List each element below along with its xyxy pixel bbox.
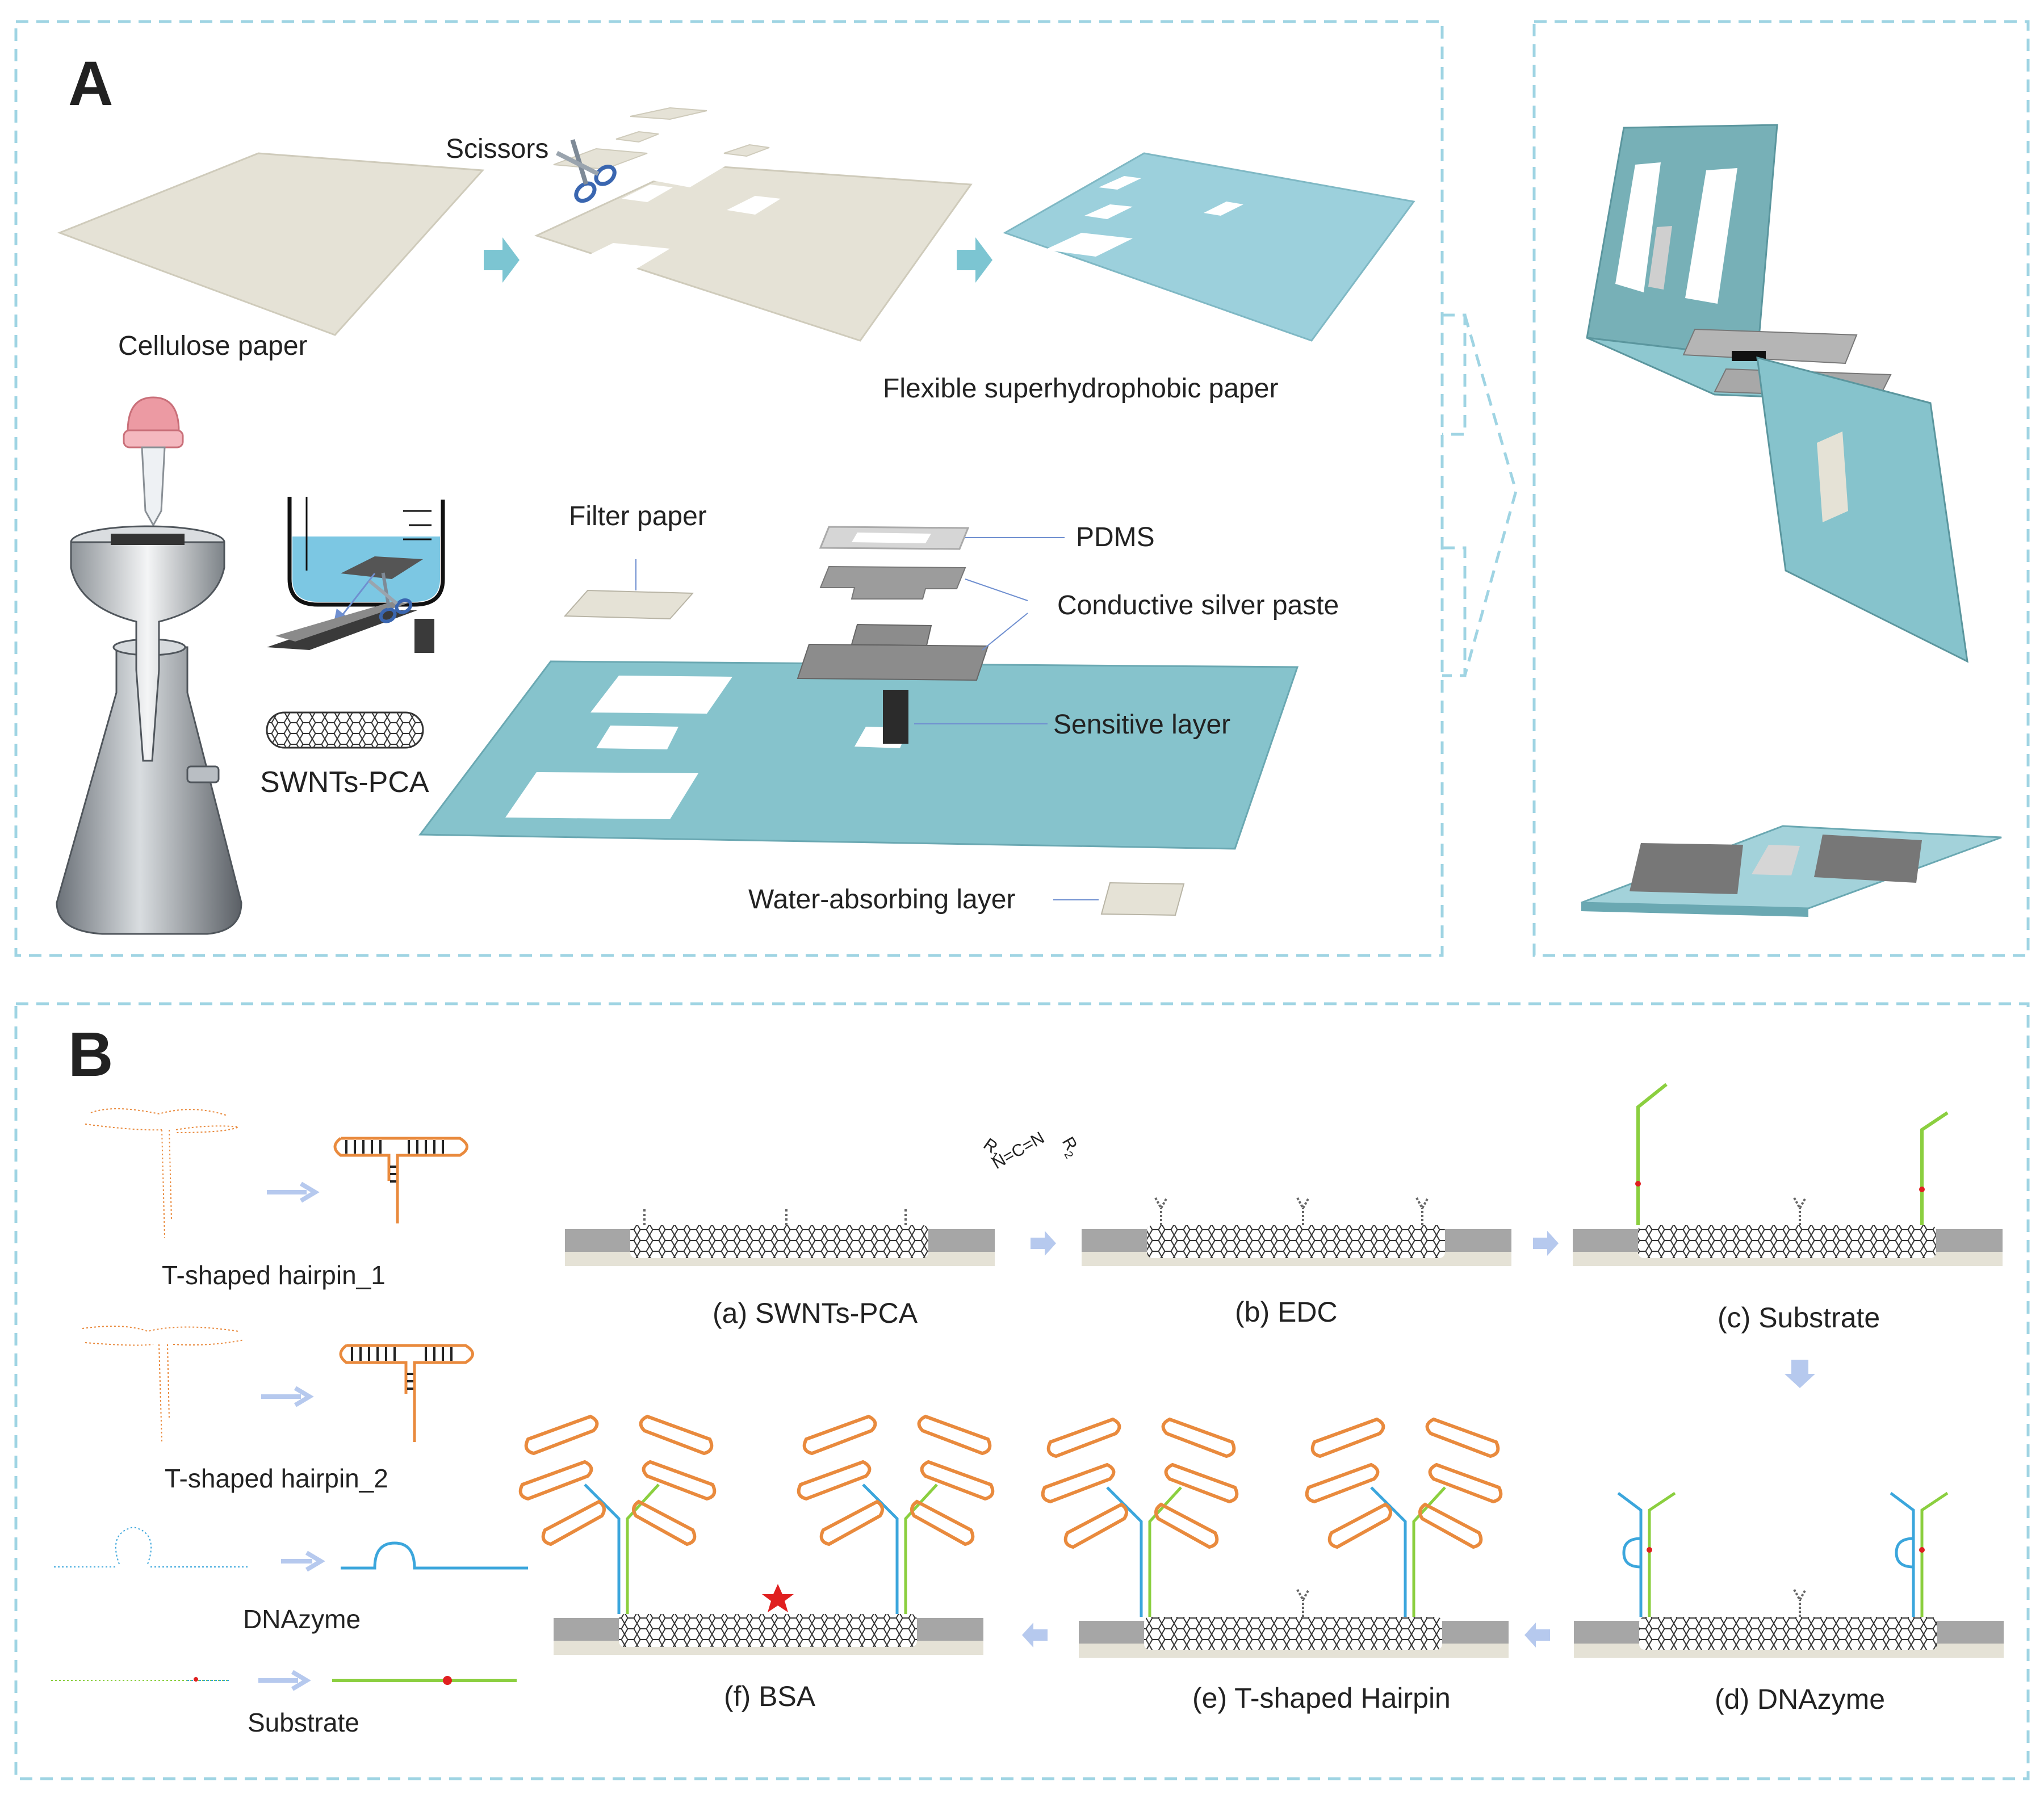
water-absorbing-pad <box>1053 882 1185 916</box>
dnazyme-label: DNAzyme <box>243 1604 361 1634</box>
panel-a-letter: A <box>68 49 113 119</box>
film-strips <box>267 602 434 653</box>
step-d-electrode <box>1574 1491 2004 1658</box>
edc-core: N=C=N <box>989 1128 1048 1173</box>
step-f-hairpin-assembly-right <box>797 1414 995 1614</box>
cellulose-paper-label: Cellulose paper <box>118 331 308 361</box>
pdms-layer <box>819 526 1065 550</box>
arrow-e-f <box>1022 1623 1048 1648</box>
cut-paper <box>534 107 973 342</box>
sensitive-layer-label: Sensitive layer <box>1053 710 1230 740</box>
superhydrophobic-label: Flexible superhydrophobic paper <box>883 374 1278 404</box>
folded-device <box>1586 124 1968 663</box>
edc-formula-main: N=C=N <box>989 1128 1048 1173</box>
substrate-structure <box>332 1676 517 1685</box>
step-f-electrode <box>554 1584 983 1655</box>
hairpin-2-structure <box>339 1344 474 1442</box>
step-d-label: (d) DNAzyme <box>1715 1683 1885 1715</box>
step-f-label: (f) BSA <box>724 1680 816 1712</box>
substrate-sequence <box>51 1677 230 1682</box>
nanotube-icon <box>266 711 424 749</box>
bsa-star-icon <box>762 1584 794 1612</box>
step-c-label: (c) Substrate <box>1718 1302 1880 1334</box>
funnel-icon <box>70 525 225 762</box>
filter-paper <box>563 559 694 620</box>
fold-arrow-icon <box>1442 313 1518 677</box>
arrow-a-b <box>1031 1231 1056 1256</box>
arrow-c-d <box>1785 1360 1815 1388</box>
arrow-b-c <box>1533 1231 1559 1256</box>
hairpin-1-structure <box>333 1137 468 1223</box>
step-a-electrode <box>565 1208 995 1266</box>
panel-b-letter: B <box>68 1020 113 1089</box>
panel-b-frame <box>14 1002 2030 1780</box>
step-b-electrode <box>1082 1197 1511 1266</box>
filter-paper-label: Filter paper <box>569 501 707 531</box>
arrow-d-e <box>1524 1623 1550 1648</box>
flat-device <box>1581 825 2002 917</box>
swnts-pca-label: SWNTs-PCA <box>260 766 429 799</box>
superhydrophobic-paper <box>1003 152 1415 342</box>
process-arrow-1 <box>484 237 520 283</box>
arrow-head <box>299 1181 320 1203</box>
substrate-label: Substrate <box>248 1708 359 1737</box>
scissors-icon <box>556 139 617 203</box>
dnazyme-structure <box>341 1541 528 1570</box>
step-e-hairpin-assembly-left <box>1041 1417 1239 1617</box>
water-absorbing-label: Water-absorbing layer <box>748 885 1015 915</box>
panel-a-frame <box>14 20 2030 957</box>
step-f-hairpin-assembly-left <box>518 1414 717 1614</box>
arrow-head <box>294 1386 314 1407</box>
step-c-electrode <box>1573 1083 2003 1266</box>
pdms-label: PDMS <box>1076 522 1155 552</box>
hairpin-1-bars <box>345 1140 444 1183</box>
step-a-label: (a) SWNTs-PCA <box>713 1297 918 1329</box>
svg-text:R2: R2 <box>1055 1134 1084 1161</box>
beaker-icon <box>287 497 445 627</box>
scissors-icon <box>368 572 413 623</box>
hairpin-2-label: T-shaped hairpin_2 <box>165 1464 388 1493</box>
silver-paste-layers <box>797 565 1028 681</box>
device-base <box>418 660 1299 850</box>
arrow-head <box>305 1550 325 1572</box>
hairpin-1-label: T-shaped hairpin_1 <box>162 1260 386 1290</box>
step-e-label: (e) T-shaped Hairpin <box>1192 1682 1451 1714</box>
dropper-icon <box>123 396 184 527</box>
arrow-head <box>291 1670 311 1691</box>
hairpin-2-bars <box>351 1347 453 1390</box>
edc-formula-r2: R2 <box>1055 1134 1084 1161</box>
hairpin-1-sequence <box>85 1108 241 1238</box>
step-e-hairpin-assembly-right <box>1305 1417 1503 1617</box>
hairpin-2-sequence <box>82 1326 245 1443</box>
svg-text:N=C=N: N=C=N <box>989 1128 1048 1173</box>
cellulose-paper <box>57 152 485 336</box>
step-e-electrode <box>1079 1589 1509 1658</box>
dnazyme-sequence <box>54 1526 250 1567</box>
process-arrow-2 <box>957 237 992 283</box>
scissors-label: Scissors <box>446 134 548 164</box>
silver-paste-label: Conductive silver paste <box>1057 590 1339 621</box>
step-b-label: (b) EDC <box>1235 1296 1338 1328</box>
